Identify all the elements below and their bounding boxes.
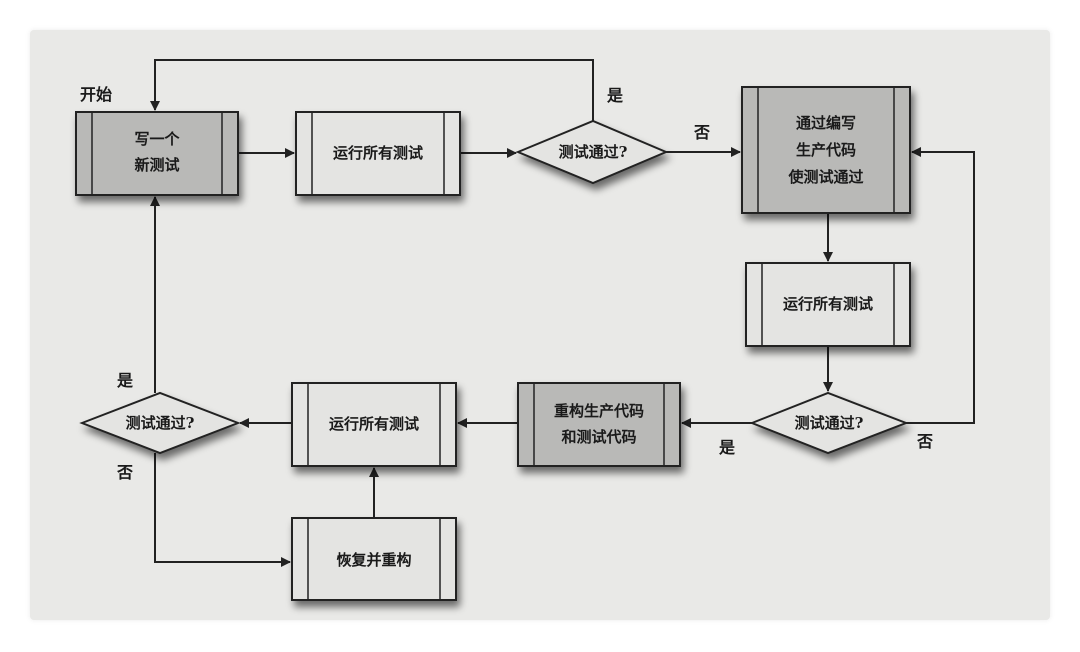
node-run-tests-1-label: 运行所有测试 bbox=[333, 144, 423, 162]
node-decision-3 bbox=[79, 391, 241, 455]
node-write-code-line3: 使测试通过 bbox=[787, 168, 863, 186]
node-decision-1 bbox=[515, 119, 669, 185]
node-decision-2-label: 测试通过? bbox=[795, 414, 864, 432]
edge-label-d1-yes: 是 bbox=[606, 86, 623, 105]
node-write-test-line1: 写一个 bbox=[134, 130, 180, 148]
node-refactor-line1: 重构生产代码 bbox=[554, 402, 644, 420]
node-decision-2 bbox=[749, 391, 909, 455]
start-label: 开始 bbox=[80, 85, 112, 104]
node-write-code-line2: 生产代码 bbox=[796, 141, 856, 159]
edge-label-d2-yes: 是 bbox=[718, 438, 735, 457]
connectors bbox=[150, 59, 975, 567]
node-write-code bbox=[741, 86, 911, 214]
node-revert-label: 恢复并重构 bbox=[336, 551, 411, 569]
edge-label-d3-no: 否 bbox=[116, 463, 133, 482]
node-refactor-line2: 和测试代码 bbox=[561, 428, 636, 446]
edge-label-d1-no: 否 bbox=[693, 123, 710, 142]
node-run-tests-2-label: 运行所有测试 bbox=[783, 295, 873, 313]
edge-label-d2-no: 否 bbox=[916, 432, 933, 451]
node-write-test-line2: 新测试 bbox=[134, 156, 179, 174]
node-refactor bbox=[517, 382, 681, 467]
edge-d2-no bbox=[906, 147, 975, 424]
edge-d1-yes bbox=[150, 59, 594, 121]
edge-d3-no bbox=[154, 453, 291, 567]
node-write-code-line1: 通过编写 bbox=[796, 114, 856, 132]
edge-label-d3-yes: 是 bbox=[116, 371, 133, 390]
node-run-tests-3-label: 运行所有测试 bbox=[329, 415, 419, 433]
node-run-tests-2 bbox=[745, 262, 911, 347]
node-run-tests-1 bbox=[295, 111, 461, 196]
node-revert bbox=[291, 517, 457, 601]
node-run-tests-3 bbox=[291, 382, 457, 467]
node-decision-1-label: 测试通过? bbox=[559, 143, 628, 161]
node-decision-3-label: 测试通过? bbox=[126, 414, 195, 432]
node-write-test bbox=[75, 111, 239, 196]
